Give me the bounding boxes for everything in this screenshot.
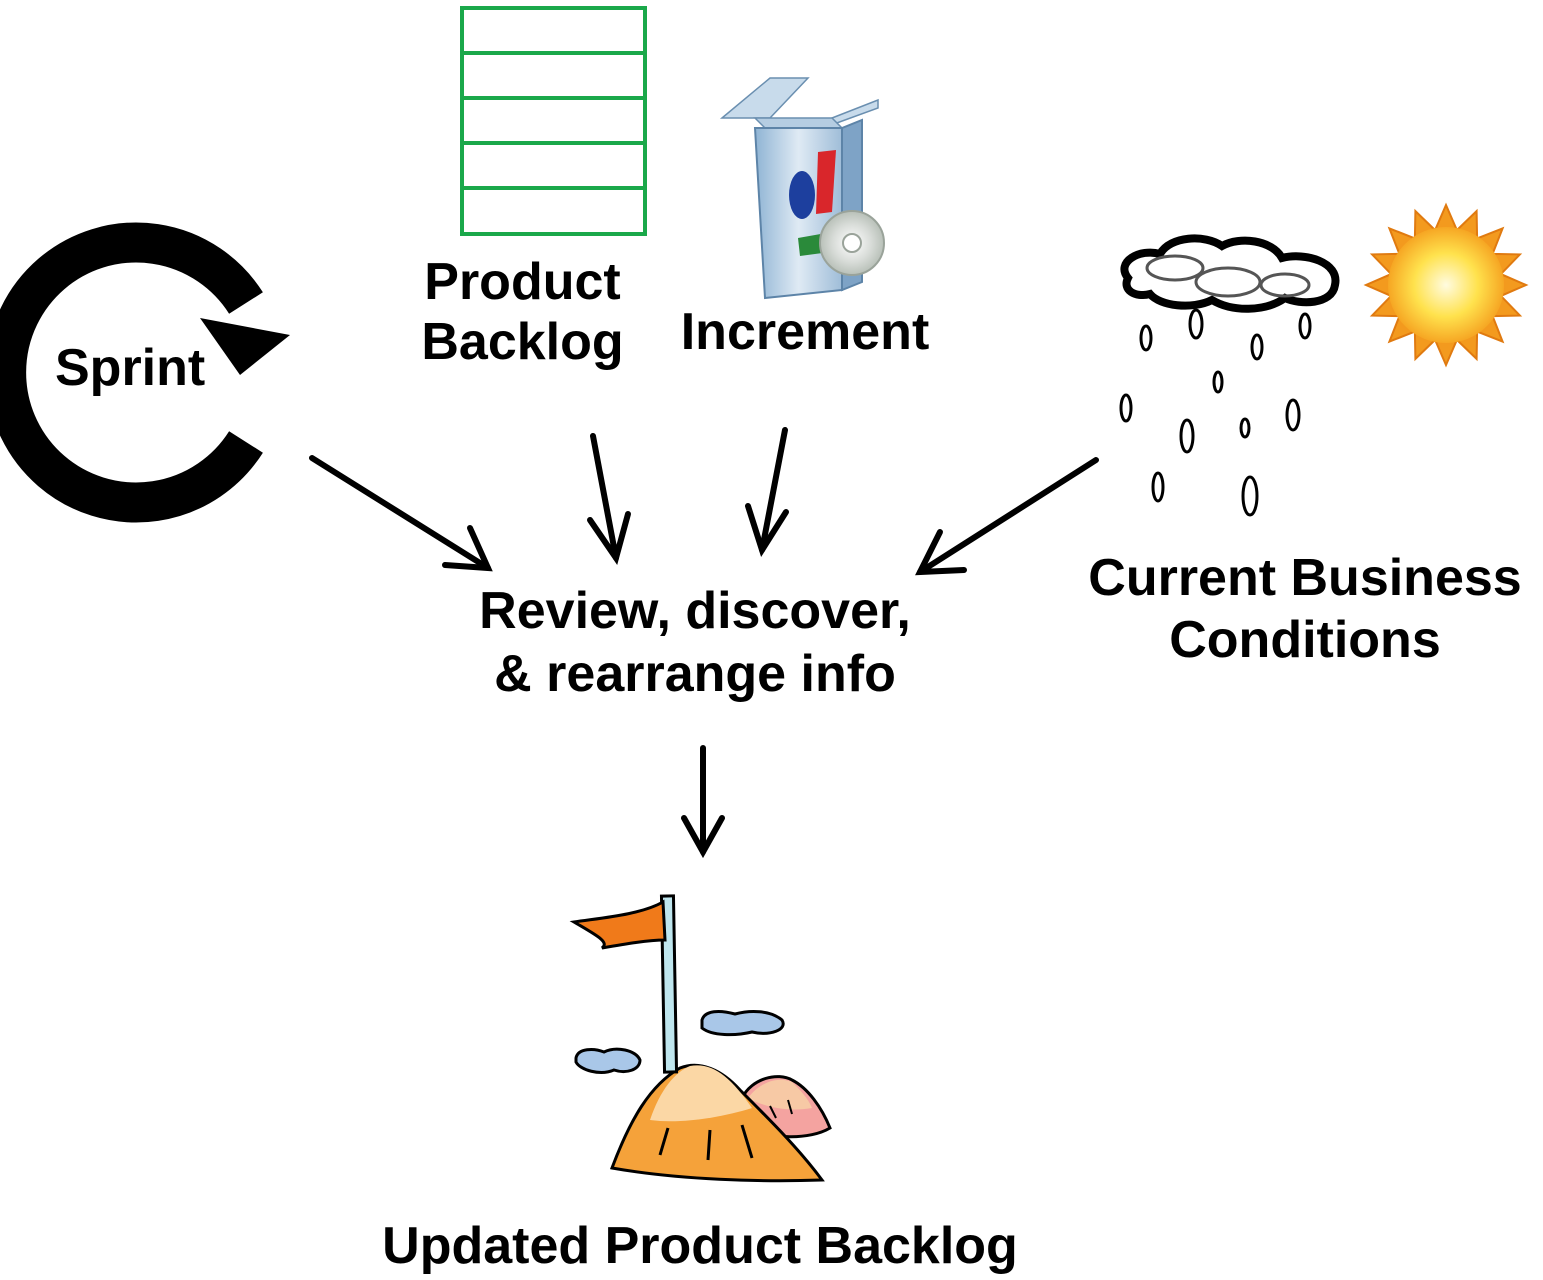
rain-cloud-icon [1119,234,1340,517]
increment-label: Increment [680,303,930,361]
sprint-label: Sprint [55,339,206,397]
arrow-business-to-review [915,457,1099,576]
sprint-cycle-icon [0,222,290,523]
arrow-review-to-updated [681,745,725,859]
product-backlog-label: Product Backlog [421,253,624,371]
review-label: Review, discover, & rearrange info [479,582,911,703]
arrow-increment-to-review [745,427,789,558]
backlog-list-icon [460,6,647,236]
mountain-flag-icon [569,894,832,1183]
arrows [309,427,1099,859]
business-conditions-label: Current Business Conditions [1088,549,1522,669]
arrow-sprint-to-review [309,455,493,572]
arrow-backlog-to-review [587,433,631,566]
sun-icon [1363,202,1529,368]
updated-backlog-label: Updated Product Backlog [382,1217,1018,1275]
software-box-icon [719,77,885,300]
